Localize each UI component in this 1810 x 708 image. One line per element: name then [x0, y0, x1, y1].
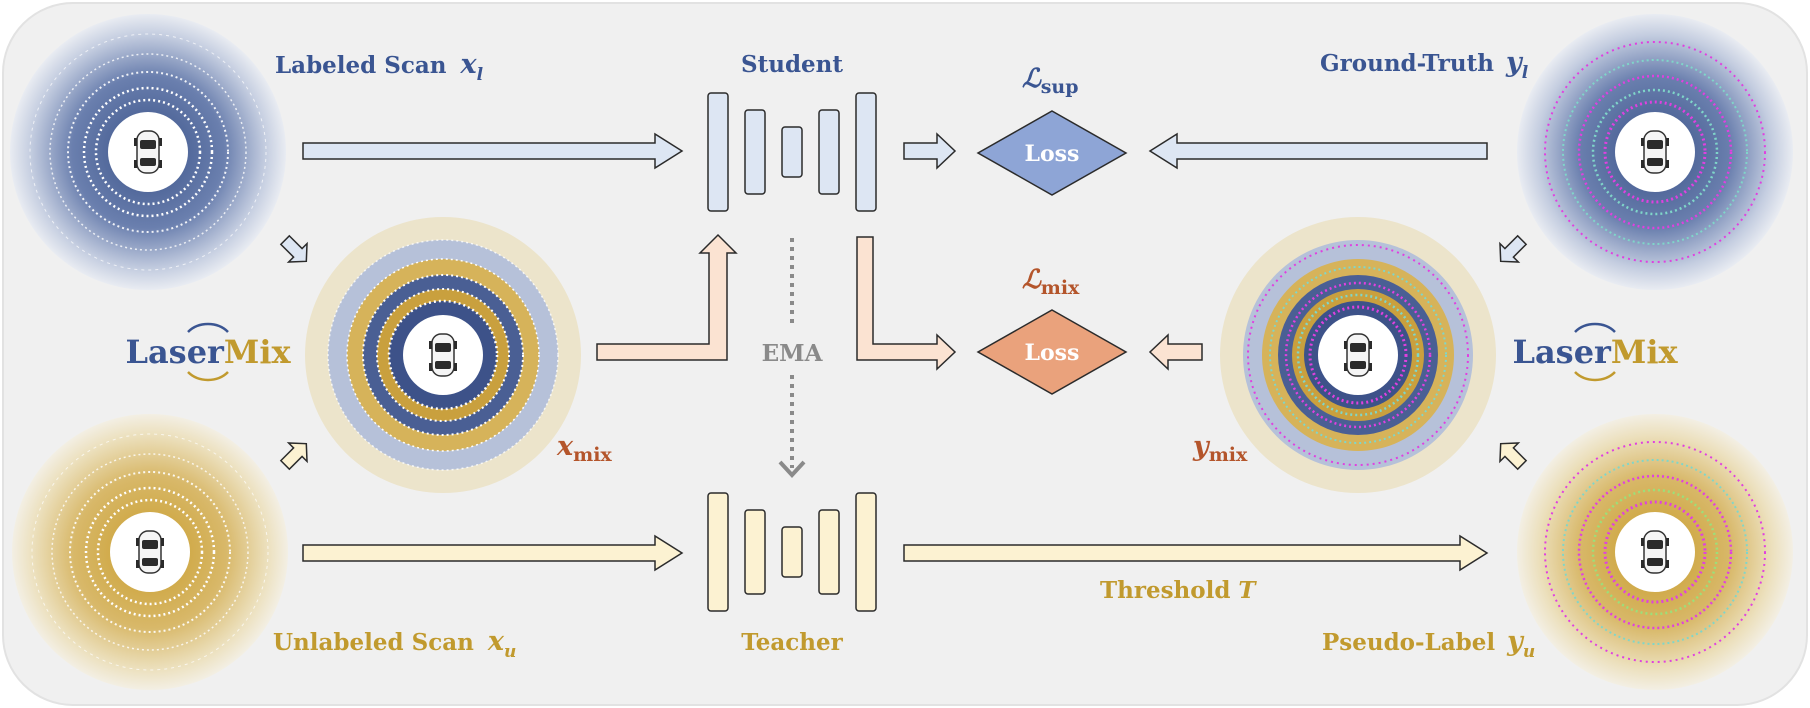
mixed-scan-image [305, 217, 581, 493]
loss-mix-symbol: ℒmix [1022, 265, 1080, 299]
loss-mix-diamond [976, 309, 1128, 395]
arrow-student-to-loss-mix [856, 236, 957, 371]
arrow-mixlabel-to-loss-mix [1148, 333, 1203, 371]
lasermix-logo-right: LaserMix [1512, 333, 1678, 371]
arrow-pseudolabel-to-mixlabel [1499, 442, 1528, 471]
arrow-labeled-to-student [302, 132, 684, 170]
labeled-scan-image [10, 14, 286, 290]
teacher-network [707, 492, 877, 612]
student-label: Student [741, 51, 843, 78]
lasermix-left-arc-bottom [187, 371, 229, 382]
ema-label: EMA [762, 340, 824, 367]
arrow-student-to-loss-sup [903, 132, 957, 170]
loss-sup-symbol: ℒsup [1022, 64, 1079, 98]
ema-arrowhead [778, 460, 806, 478]
x-mix-label: xmix [556, 431, 612, 466]
y-mix-label: ymix [1192, 431, 1248, 466]
ground-truth-scan-image [1517, 14, 1793, 290]
teacher-label: Teacher [741, 629, 843, 656]
loss-mix-text: Loss [1025, 340, 1080, 366]
loss-sup-text: Loss [1025, 141, 1080, 167]
arrow-groundtruth-to-loss [1148, 132, 1488, 170]
lasermix-right-arc-bottom [1574, 371, 1616, 382]
arrow-unlabeled-to-teacher [302, 534, 684, 572]
arrow-labeled-to-mix [279, 234, 308, 263]
pseudo-label-scan-image [1517, 414, 1793, 690]
unlabeled-scan-image [12, 414, 288, 690]
arrow-groundtruth-to-mixlabel [1499, 234, 1528, 263]
mixed-label-scan-image [1220, 217, 1496, 493]
lasermix-right-arc-top [1574, 322, 1616, 333]
student-network [707, 92, 877, 212]
loss-sup-diamond [976, 110, 1128, 196]
lasermix-logo-left: LaserMix [125, 333, 291, 371]
lasermix-left-arc-top [187, 322, 229, 333]
arrow-mix-to-student [596, 233, 738, 361]
arrow-teacher-to-pseudolabel [903, 534, 1489, 572]
arrow-unlabeled-to-mix [279, 442, 308, 471]
